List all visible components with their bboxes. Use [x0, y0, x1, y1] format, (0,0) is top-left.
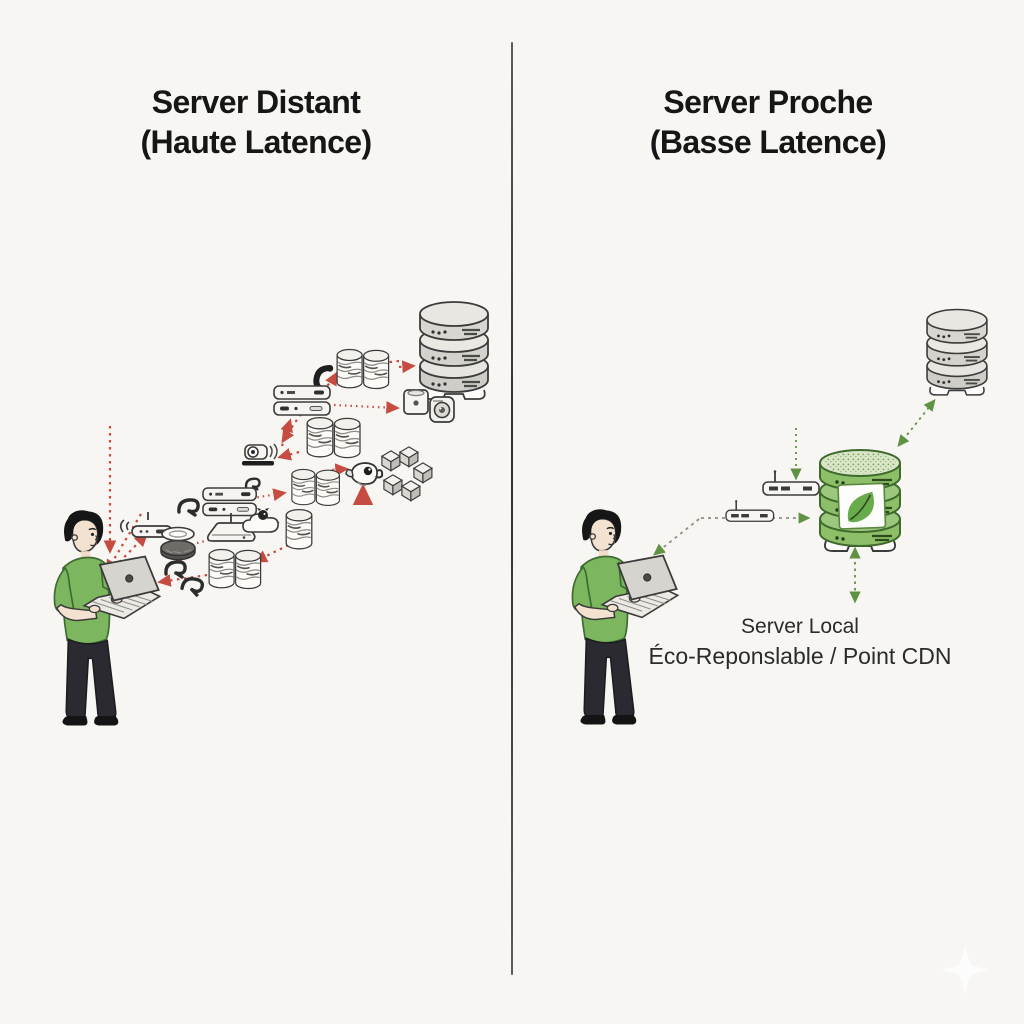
- hook-doodle: [177, 498, 200, 517]
- local-server-label-line2: Éco-Reponslable / Point CDN: [648, 643, 952, 669]
- database-single: [285, 508, 313, 550]
- modem-box: [202, 487, 257, 517]
- origin-server-tower: [926, 308, 988, 396]
- user-right: [571, 508, 679, 726]
- right-title-line2: (Basse Latence): [649, 124, 887, 160]
- low-latency-arrows: [653, 399, 936, 604]
- database-pair: [209, 550, 260, 589]
- right-title-line1: Server Proche: [663, 84, 873, 120]
- database-pair: [307, 418, 360, 458]
- database-pair: [337, 350, 388, 389]
- local-server-label: Server Local Éco-Reponslable / Point CDN: [624, 613, 976, 672]
- panel-divider-line: [511, 42, 513, 975]
- left-title-line1: Server Distant: [151, 84, 361, 120]
- right-panel-title: Server Proche (Basse Latence): [512, 82, 1024, 162]
- left-title-line2: (Haute Latence): [140, 124, 372, 160]
- camera-icon: [241, 443, 278, 467]
- local-router: [725, 499, 775, 523]
- washer-box: [429, 396, 455, 423]
- local-server-label-line1: Server Local: [741, 615, 859, 638]
- hook-doodle: [179, 574, 206, 598]
- right-panel-illustration: [571, 308, 988, 726]
- disc-stack: [160, 526, 196, 561]
- hook-doodle: [164, 560, 187, 579]
- left-panel-title: Server Distant (Haute Latence): [0, 82, 512, 162]
- left-panel-illustration: [53, 300, 490, 727]
- fish-doodle: [345, 462, 384, 487]
- crate-box: [403, 389, 429, 415]
- distant-server-tower: [418, 300, 490, 401]
- small-router: [762, 469, 820, 496]
- rack-server: [273, 385, 331, 416]
- cube-cluster: [381, 446, 433, 502]
- database-pair: [292, 469, 340, 505]
- user-left: [53, 509, 161, 727]
- eco-database-leaf: [818, 448, 902, 553]
